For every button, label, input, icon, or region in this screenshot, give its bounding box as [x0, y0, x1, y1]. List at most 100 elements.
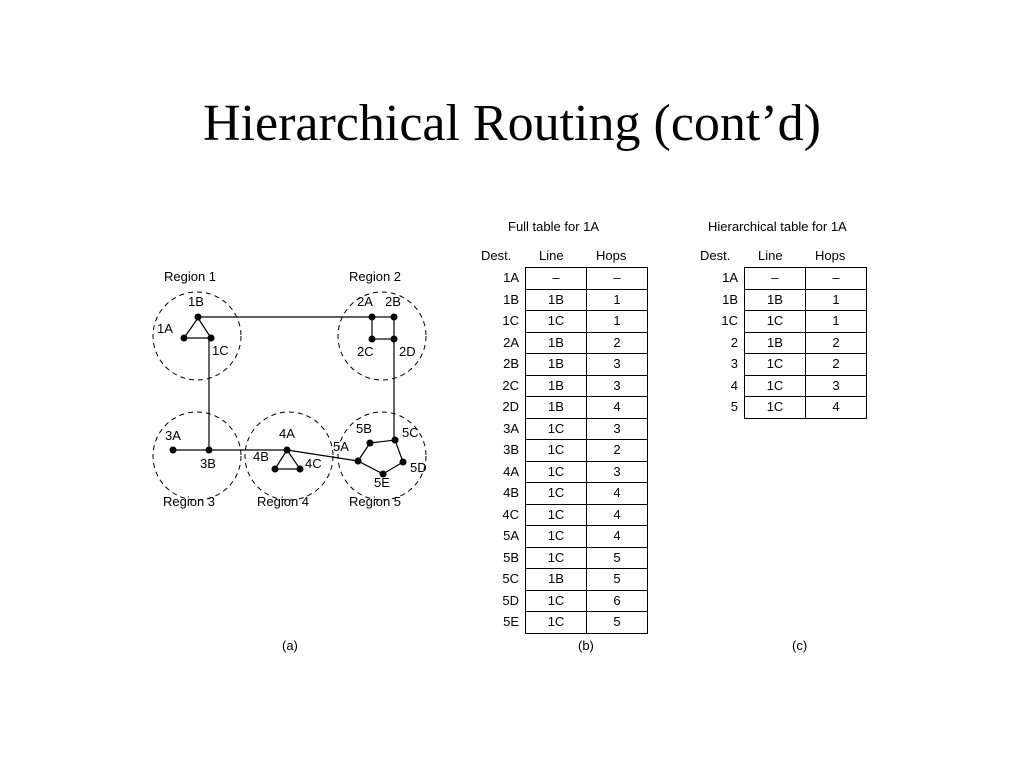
line-cell: 1B — [525, 288, 587, 311]
hops-cell: 3 — [586, 417, 648, 440]
dest-cell: 3B — [503, 442, 519, 457]
hops-cell: 2 — [805, 353, 867, 376]
dest-cell: 3A — [503, 420, 519, 436]
dest-cell: 1A — [722, 270, 738, 285]
hops-cell: 2 — [586, 439, 648, 462]
hops-cell: 5 — [586, 546, 648, 569]
link-4c-4a — [286, 449, 301, 470]
dest-cell: 5C — [502, 571, 519, 586]
dest-cell: 1B — [503, 291, 519, 307]
link-1a-1b — [183, 317, 199, 339]
region-4-circle — [244, 411, 334, 501]
node-label-1c: 1C — [212, 343, 229, 358]
dest-cell: 1C — [721, 313, 738, 328]
hier-table-header-dest: Dest. — [700, 248, 731, 263]
router-5b — [366, 439, 374, 447]
node-label-4a: 4A — [279, 426, 295, 441]
line-cell: 1B — [744, 331, 806, 354]
line-cell: 1B — [525, 331, 587, 354]
region-5-label: Region 5 — [349, 494, 401, 509]
router-3b — [205, 446, 213, 454]
line-cell: 1C — [525, 460, 587, 483]
router-1b — [194, 313, 202, 321]
dest-cell: 1B — [722, 291, 738, 307]
dest-cell: 5 — [730, 399, 738, 414]
hier-table-header-hops: Hops — [815, 248, 846, 263]
hops-cell: 4 — [586, 503, 648, 526]
line-cell: 1C — [525, 439, 587, 462]
hops-cell: 3 — [586, 374, 648, 397]
dest-cell: 4A — [503, 463, 519, 479]
node-label-5a: 5A — [333, 439, 349, 454]
router-4a — [283, 446, 291, 454]
hier-table-dest-column: 1A 1B 1C 2 3 4 5 — [698, 267, 738, 418]
full-table-header-dest: Dest. — [481, 248, 512, 263]
hier-table-title: Hierarchical table for 1A — [708, 219, 847, 234]
node-label-2c: 2C — [357, 344, 374, 359]
node-label-3a: 3A — [165, 428, 181, 443]
full-table-header-hops: Hops — [596, 248, 627, 263]
region-2-circle — [337, 291, 427, 381]
caption-b: (b) — [578, 638, 594, 653]
router-3a — [169, 446, 177, 454]
hops-cell: 2 — [805, 331, 867, 354]
node-label-5d: 5D — [410, 460, 427, 475]
router-2b — [390, 313, 398, 321]
full-table-header-line: Line — [539, 248, 564, 263]
line-cell: 1C — [525, 611, 587, 634]
dest-cell: 4 — [730, 377, 738, 393]
dest-cell: 5A — [503, 528, 519, 543]
router-5e — [379, 470, 387, 478]
slide-title: Hierarchical Routing (cont’d) — [203, 95, 821, 152]
line-cell: 1C — [744, 396, 806, 419]
dest-cell: 2C — [502, 377, 519, 393]
router-2d — [390, 335, 398, 343]
region-3-circle — [152, 411, 242, 501]
region-5-pentagon — [357, 439, 404, 475]
dest-cell: 5B — [503, 549, 519, 565]
node-label-2a: 2A — [357, 294, 373, 309]
router-5c — [391, 436, 399, 444]
line-cell: 1C — [525, 417, 587, 440]
dest-cell: 2A — [503, 334, 519, 350]
node-label-3b: 3B — [200, 456, 216, 471]
region-2-square — [371, 316, 395, 340]
dest-cell: 2 — [730, 334, 738, 350]
full-table-dest-column: 1A 1B 1C 2A 2B 2C 2D 3A 3B 4A 4B 4C 5A 5… — [479, 267, 519, 633]
hops-cell: 3 — [586, 353, 648, 376]
full-table-title: Full table for 1A — [508, 219, 600, 234]
line-cell: 1C — [525, 589, 587, 612]
line-cell: 1C — [525, 482, 587, 505]
hops-cell: 1 — [586, 310, 648, 333]
caption-c: (c) — [792, 638, 808, 653]
line-cell: 1B — [525, 568, 587, 591]
node-label-5b: 5B — [356, 421, 372, 436]
region-1-circle — [152, 291, 242, 381]
dest-cell: 4B — [503, 485, 519, 500]
table-row: –– — [525, 267, 648, 290]
router-5a — [354, 457, 362, 465]
dest-cell: 5E — [503, 614, 519, 629]
node-label-4c: 4C — [305, 456, 322, 471]
line-cell: 1B — [744, 288, 806, 311]
hops-cell: 1 — [805, 288, 867, 311]
line-cell: 1C — [525, 525, 587, 548]
hops-cell: 5 — [586, 568, 648, 591]
router-4c — [296, 465, 304, 473]
node-label-1b: 1B — [188, 294, 204, 309]
line-cell: – — [525, 267, 587, 290]
region-2-label: Region 2 — [349, 269, 401, 284]
